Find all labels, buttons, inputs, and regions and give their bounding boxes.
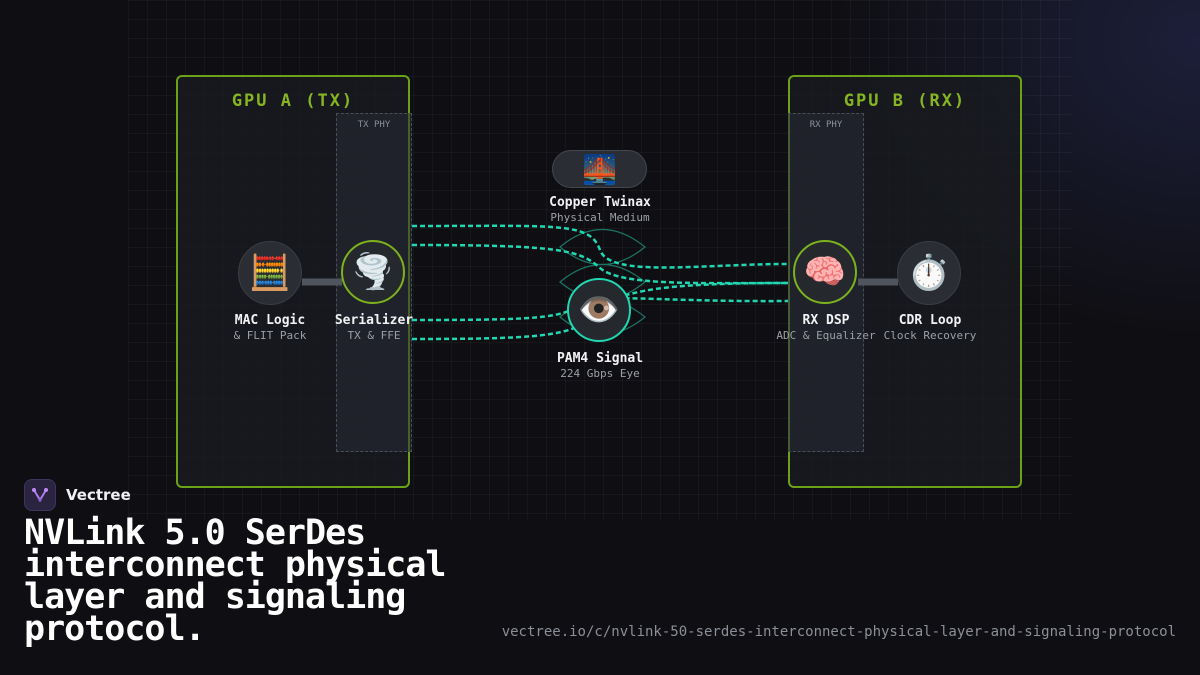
copper-twinax-label: Copper Twinax [549,195,651,210]
cdr-loop-sub: Clock Recovery [883,329,977,342]
serializer-glyph: 🌪️ [351,252,395,292]
vectree-logo-icon [24,479,56,511]
tornado-icon: 🌪️ [341,240,405,304]
page-title: NVLink 5.0 SerDes interconnect physical … [24,513,447,649]
cdr-loop-glyph: ⏱️ [907,253,951,293]
pam4-signal-sub: 224 Gbps Eye [560,367,640,380]
brand-name: Vectree [66,486,131,504]
gpu-b-title: GPU B (RX) [843,91,967,111]
mac-logic-glyph: 🧮 [248,253,292,293]
pam4-signal-label: PAM4 Signal [556,351,644,366]
copper-twinax-sub: Physical Medium [550,211,650,224]
stopwatch-icon: ⏱️ [897,241,961,305]
bridge-icon: 🌉 [552,150,647,188]
serializer-sub: TX & FFE [347,329,401,342]
tx-phy-label: TX PHY [357,120,391,130]
rx-dsp-sub: ADC & Equalizer [776,329,876,342]
pam4-glyph: 👁️ [577,290,621,330]
brand[interactable]: Vectree [24,479,131,511]
rx-phy-label: RX PHY [809,120,843,130]
serializer-label: Serializer [334,313,414,328]
signal-lane-2 [411,243,789,285]
gpu-a-title: GPU A (TX) [231,91,355,111]
cdr-loop-label: CDR Loop [898,313,962,328]
mac-logic-sub: & FLIT Pack [233,329,307,342]
rx-dsp-label: RX DSP [802,313,850,328]
mac-logic-label: MAC Logic [234,313,306,328]
abacus-icon: 🧮 [238,241,302,305]
copper-twinax-glyph: 🌉 [582,152,617,186]
signal-lane-1 [411,224,789,269]
signal-lane-4 [411,281,789,341]
eye-icon: 👁️ [567,278,631,342]
rx-dsp-glyph: 🧠 [803,252,847,292]
brain-icon: 🧠 [793,240,857,304]
source-url[interactable]: vectree.io/c/nvlink-50-serdes-interconne… [501,624,1176,640]
